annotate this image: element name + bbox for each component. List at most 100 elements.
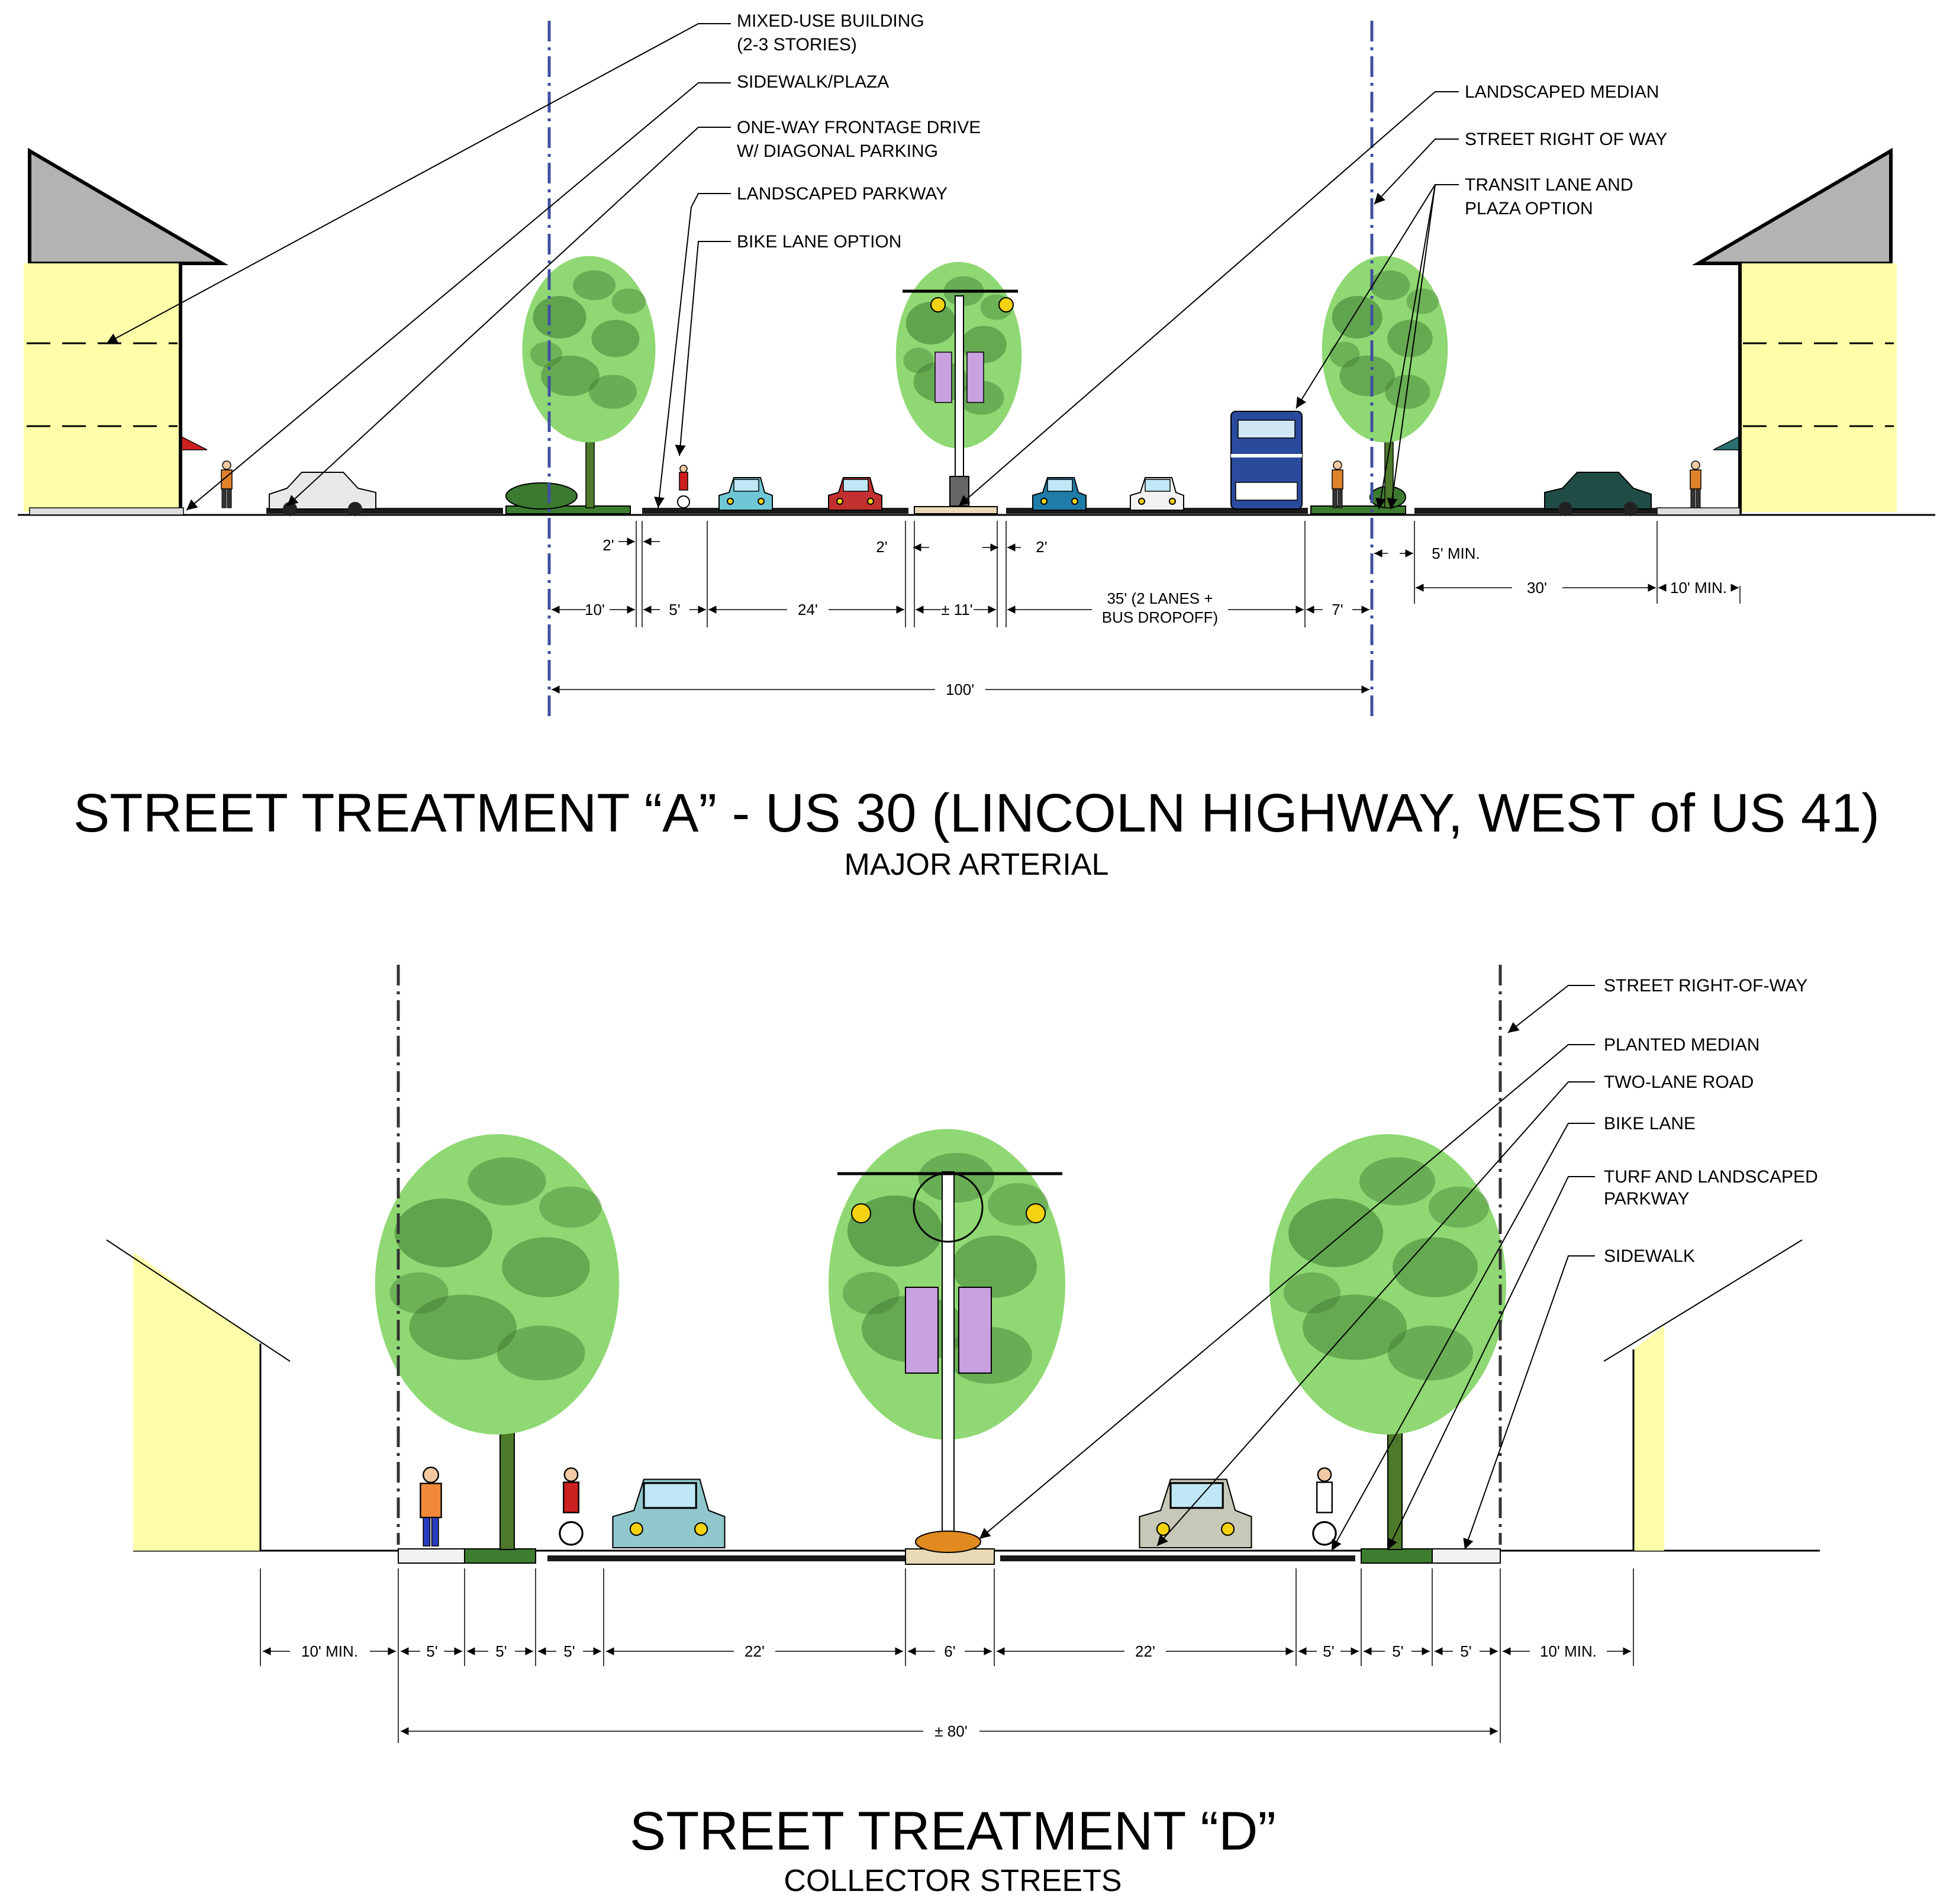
d-car-right — [1138, 1478, 1253, 1549]
dim-7ft: 7' — [1332, 601, 1343, 618]
section-d-light-pole — [837, 1171, 1062, 1553]
main-road-right — [1006, 508, 1308, 514]
right-frontage-drive — [1414, 508, 1657, 514]
section-d-right-building — [1603, 1239, 1803, 1551]
d-callout-sidewalk: SIDEWALK — [1604, 1246, 1695, 1266]
section-d-tree-right — [1269, 1134, 1506, 1550]
callout-bike-lane-option: BIKE LANE OPTION — [737, 232, 901, 252]
main-road-left — [642, 508, 908, 514]
section-d-left-building — [106, 1239, 291, 1551]
teal-awning-icon — [1713, 436, 1739, 450]
d-banner-left — [905, 1287, 939, 1374]
pedestrian-right-a — [1332, 460, 1343, 508]
section-d-subtitle: COLLECTOR STREETS — [784, 1864, 1121, 1898]
banner-left — [934, 352, 952, 403]
car-red — [828, 477, 882, 511]
section-a-subtitle: MAJOR ARTERIAL — [845, 848, 1109, 882]
d-banner-right — [958, 1287, 992, 1374]
pedestrian-left — [221, 460, 233, 508]
left-parked-car — [269, 472, 376, 516]
d-right-parkway — [1361, 1548, 1433, 1564]
car-white — [1130, 477, 1184, 511]
d-dim-left-5ft-b: 5' — [495, 1642, 507, 1660]
d-right-sidewalk — [1432, 1548, 1501, 1564]
d-bicyclist-left — [559, 1467, 584, 1546]
right-sidewalk — [1656, 507, 1741, 516]
d-pedestrian — [420, 1466, 442, 1547]
callout-sidewalk-plaza: SIDEWALK/PLAZA — [737, 72, 889, 92]
section-a-title: STREET TREATMENT “A” - US 30 (LINCOLN HI… — [73, 783, 1880, 843]
d-dim-80ft-total: ± 80' — [934, 1722, 967, 1740]
section-a-callouts: MIXED-USE BUILDING (2-3 STORIES) SIDEWAL… — [737, 11, 1667, 252]
section-d-callout-leaders — [979, 985, 1595, 1551]
d-callout-street-right-of-way: STREET RIGHT-OF-WAY — [1604, 976, 1807, 996]
callout-mixed-use-building: MIXED-USE BUILDING — [737, 11, 924, 31]
d-dim-left-5ft-a: 5' — [426, 1642, 437, 1660]
section-a-callout-leaders — [106, 23, 1459, 511]
d-left-parkway — [464, 1548, 536, 1564]
dim-30ft: 30' — [1527, 579, 1547, 597]
d-lamp-right-icon — [1026, 1203, 1046, 1223]
red-awning-icon — [181, 436, 208, 450]
dim-11ft: ± 11' — [941, 601, 972, 618]
d-dim-right-5ft-c: 5' — [1460, 1642, 1471, 1660]
dim-10ft-min: 10' MIN. — [1670, 579, 1727, 597]
d-callout-two-lane-road: TWO-LANE ROAD — [1604, 1072, 1754, 1092]
right-parked-car — [1544, 472, 1652, 516]
d-lamp-left-icon — [851, 1203, 871, 1223]
dim-2ft-c: 2' — [1036, 538, 1047, 556]
d-dim-left-5ft-c: 5' — [563, 1642, 575, 1660]
section-d-dimensions — [260, 1568, 1634, 1743]
section-a-dimensions — [552, 521, 1741, 694]
callout-diagonal-parking: W/ DIAGONAL PARKING — [737, 141, 938, 161]
callout-mixed-use-stories: (2-3 STORIES) — [737, 35, 857, 54]
car-blue — [1032, 477, 1087, 511]
d-dim-right-10ft-min: 10' MIN. — [1540, 1642, 1597, 1660]
lamp-left-icon — [930, 297, 946, 312]
d-bicyclist-right — [1312, 1467, 1337, 1546]
section-a-dimension-labels: 2' 2' 2' 10' 5' 24' ± 11' 35' (2 LANES +… — [585, 536, 1727, 698]
d-right-road — [1000, 1555, 1355, 1561]
d-dim-left-10ft-min: 10' MIN. — [301, 1642, 358, 1660]
dim-100ft-total: 100' — [946, 681, 974, 698]
landscaped-median — [914, 506, 998, 514]
section-a-light-pole — [903, 289, 1018, 507]
left-frontage-drive — [266, 508, 503, 514]
bicyclist-a — [677, 465, 690, 508]
section-d-callouts: STREET RIGHT-OF-WAY PLANTED MEDIAN TWO-L… — [1604, 976, 1818, 1266]
d-dim-right-5ft-b: 5' — [1392, 1642, 1403, 1660]
d-dim-right-22ft: 22' — [1135, 1642, 1155, 1660]
left-shrubs — [505, 482, 578, 510]
d-callout-turf-landscaped: TURF AND LANDSCAPED — [1604, 1167, 1818, 1187]
car-teal-1 — [718, 477, 773, 511]
callout-transit-lane: TRANSIT LANE AND — [1465, 175, 1633, 195]
section-a-tree-left — [522, 256, 656, 508]
callout-landscaped-median: LANDSCAPED MEDIAN — [1465, 82, 1659, 102]
section-d-tree-left — [375, 1134, 620, 1550]
d-left-road — [547, 1555, 911, 1561]
section-d-title: STREET TREATMENT “D” — [630, 1801, 1276, 1861]
section-a-right-building — [1691, 147, 1897, 514]
section-a-left-building — [24, 147, 229, 514]
section-d-dimension-labels: 10' MIN. 5' 5' 5' 22' 6' 22' 5' 5' 5' 10… — [301, 1642, 1597, 1740]
d-callout-parkway: PARKWAY — [1604, 1189, 1689, 1209]
d-car-left — [611, 1478, 726, 1549]
d-dim-right-5ft-a: 5' — [1323, 1642, 1334, 1660]
callout-frontage-drive: ONE-WAY FRONTAGE DRIVE — [737, 118, 981, 137]
banner-right — [966, 352, 984, 403]
dim-2ft-a: 2' — [602, 536, 614, 554]
d-left-sidewalk — [398, 1548, 465, 1564]
d-dim-median-6ft: 6' — [944, 1642, 955, 1660]
d-callout-planted-median: PLANTED MEDIAN — [1604, 1035, 1759, 1055]
dim-5ft: 5' — [669, 601, 680, 618]
callout-landscaped-parkway: LANDSCAPED PARKWAY — [737, 184, 948, 204]
section-a-cross-section: MIXED-USE BUILDING (2-3 STORIES) SIDEWAL… — [18, 11, 1935, 882]
dim-24ft: 24' — [798, 601, 818, 618]
d-dim-left-22ft: 22' — [745, 1642, 765, 1660]
d-callout-bike-lane: BIKE LANE — [1604, 1114, 1696, 1133]
left-sidewalk — [29, 507, 184, 516]
transit-bus — [1230, 411, 1303, 510]
dim-bus-dropoff: BUS DROPOFF) — [1102, 608, 1218, 626]
dim-10ft: 10' — [585, 601, 605, 618]
